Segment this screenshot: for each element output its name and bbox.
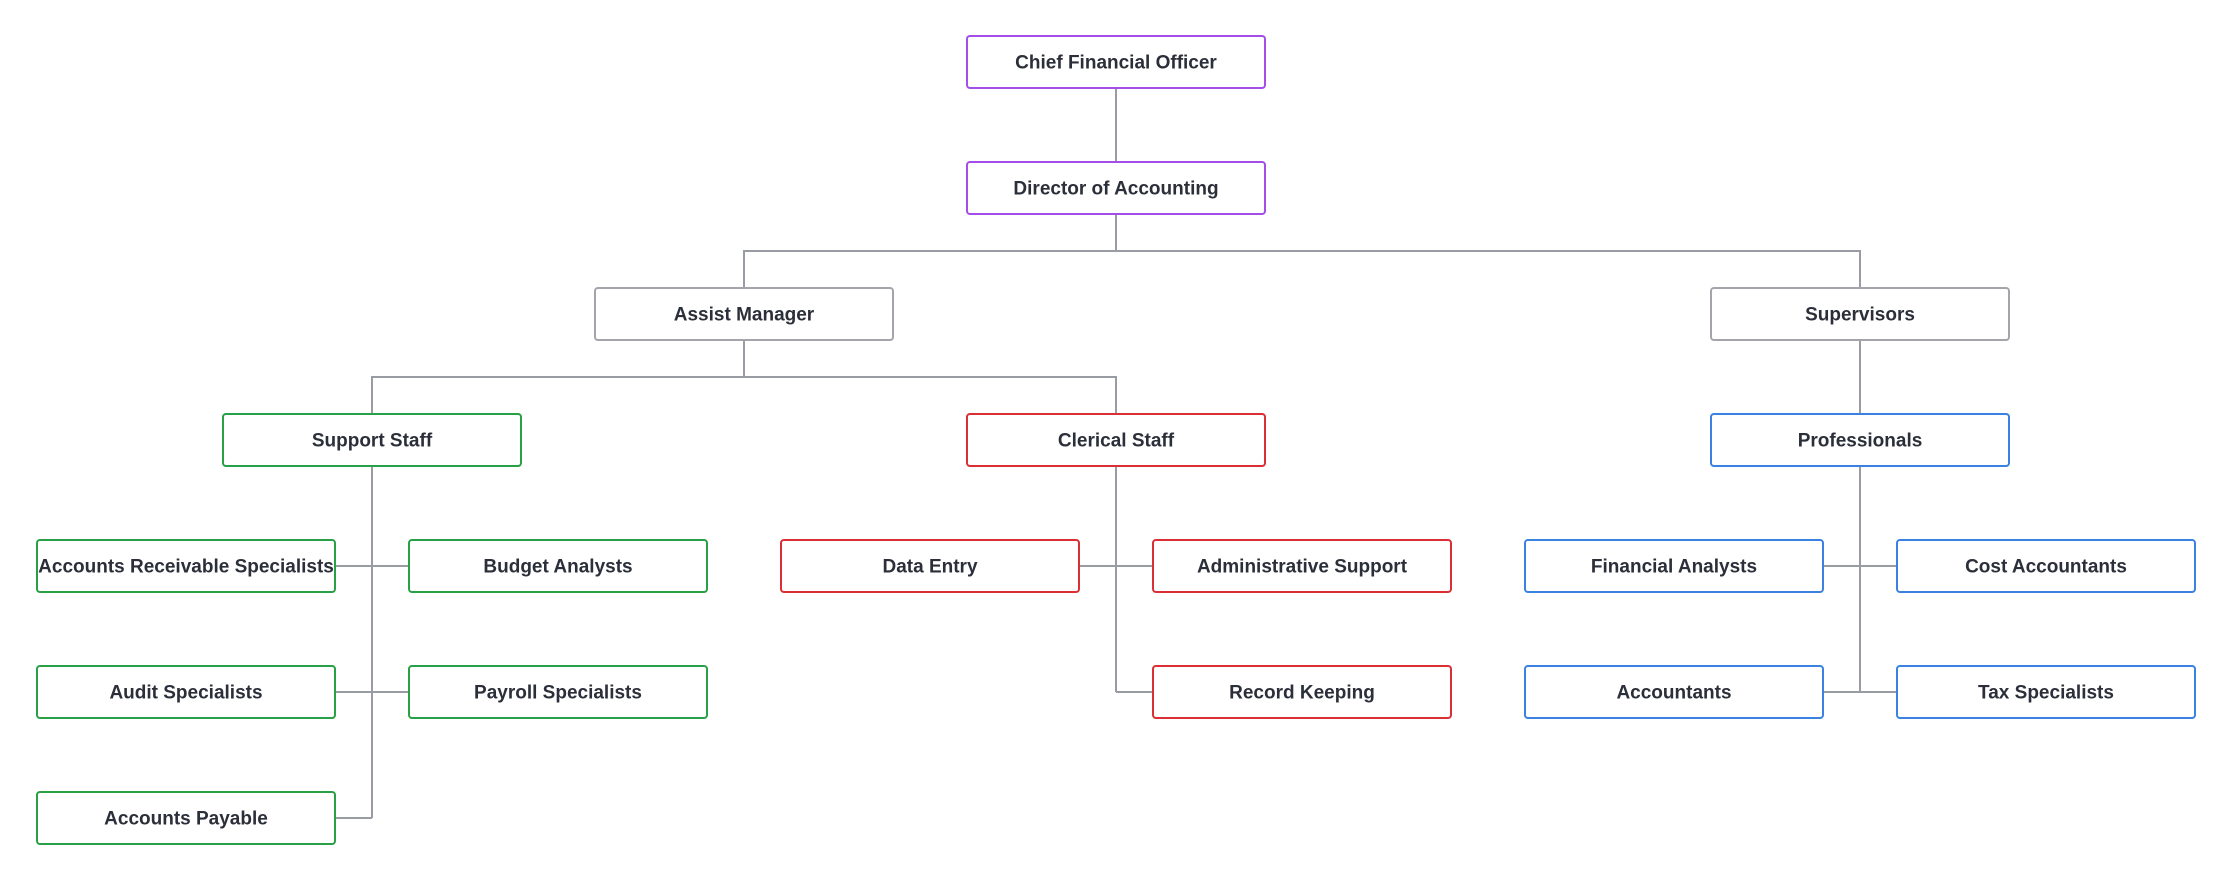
node-box xyxy=(36,539,336,593)
node-accountants: Accountants xyxy=(1524,665,1824,719)
elbow-connector xyxy=(743,340,1117,414)
node-clerical-staff: Clerical Staff xyxy=(966,413,1266,467)
node-record-keeping: Record Keeping xyxy=(1152,665,1452,719)
node-box xyxy=(966,161,1266,215)
node-payroll-specialists: Payroll Specialists xyxy=(408,665,708,719)
node-box xyxy=(966,35,1266,89)
node-label: Director of Accounting xyxy=(1013,179,1218,200)
node-label: Tax Specialists xyxy=(1978,683,2114,704)
node-label: Budget Analysts xyxy=(483,557,632,578)
node-support-staff: Support Staff xyxy=(222,413,522,467)
node-label: Data Entry xyxy=(882,557,977,578)
node-label: Accounts Payable xyxy=(104,809,268,830)
node-box xyxy=(1524,539,1824,593)
node-box xyxy=(408,665,708,719)
node-box xyxy=(1710,287,2010,341)
connectors xyxy=(335,88,1897,819)
node-data-entry: Data Entry xyxy=(780,539,1080,593)
node-label: Clerical Staff xyxy=(1058,431,1175,452)
node-box xyxy=(222,413,522,467)
node-label: Financial Analysts xyxy=(1591,557,1757,578)
node-label: Assist Manager xyxy=(674,305,815,326)
node-box xyxy=(1152,539,1452,593)
node-label: Support Staff xyxy=(312,431,433,452)
node-ar-specialists: Accounts Receivable Specialists xyxy=(36,539,336,593)
node-box xyxy=(36,665,336,719)
node-tax-specialists: Tax Specialists xyxy=(1896,665,2196,719)
node-label: Accountants xyxy=(1616,683,1731,704)
node-director: Director of Accounting xyxy=(966,161,1266,215)
node-box xyxy=(408,539,708,593)
node-accounts-payable: Accounts Payable xyxy=(36,791,336,845)
elbow-connector xyxy=(743,214,1117,288)
node-supervisors: Supervisors xyxy=(1710,287,2010,341)
node-professionals: Professionals xyxy=(1710,413,2010,467)
node-audit-specialists: Audit Specialists xyxy=(36,665,336,719)
node-admin-support: Administrative Support xyxy=(1152,539,1452,593)
node-label: Chief Financial Officer xyxy=(1015,53,1217,74)
node-cost-accountants: Cost Accountants xyxy=(1896,539,2196,593)
elbow-connector xyxy=(1115,214,1861,288)
node-box xyxy=(1896,665,2196,719)
node-box xyxy=(1896,539,2196,593)
node-box xyxy=(36,791,336,845)
node-label: Audit Specialists xyxy=(109,683,262,704)
node-financial-analysts: Financial Analysts xyxy=(1524,539,1824,593)
node-label: Administrative Support xyxy=(1197,557,1408,578)
node-box xyxy=(1710,413,2010,467)
node-label: Cost Accountants xyxy=(1965,557,2127,578)
node-label: Supervisors xyxy=(1805,305,1915,326)
node-label: Payroll Specialists xyxy=(474,683,642,704)
elbow-connector xyxy=(371,340,745,414)
node-box xyxy=(594,287,894,341)
node-label: Record Keeping xyxy=(1229,683,1375,704)
node-label: Accounts Receivable Specialists xyxy=(38,557,334,578)
node-label: Professionals xyxy=(1798,431,1923,452)
node-box xyxy=(1152,665,1452,719)
node-assist-manager: Assist Manager xyxy=(594,287,894,341)
node-box xyxy=(1524,665,1824,719)
node-box xyxy=(966,413,1266,467)
node-budget-analysts: Budget Analysts xyxy=(408,539,708,593)
node-box xyxy=(780,539,1080,593)
node-cfo: Chief Financial Officer xyxy=(966,35,1266,89)
